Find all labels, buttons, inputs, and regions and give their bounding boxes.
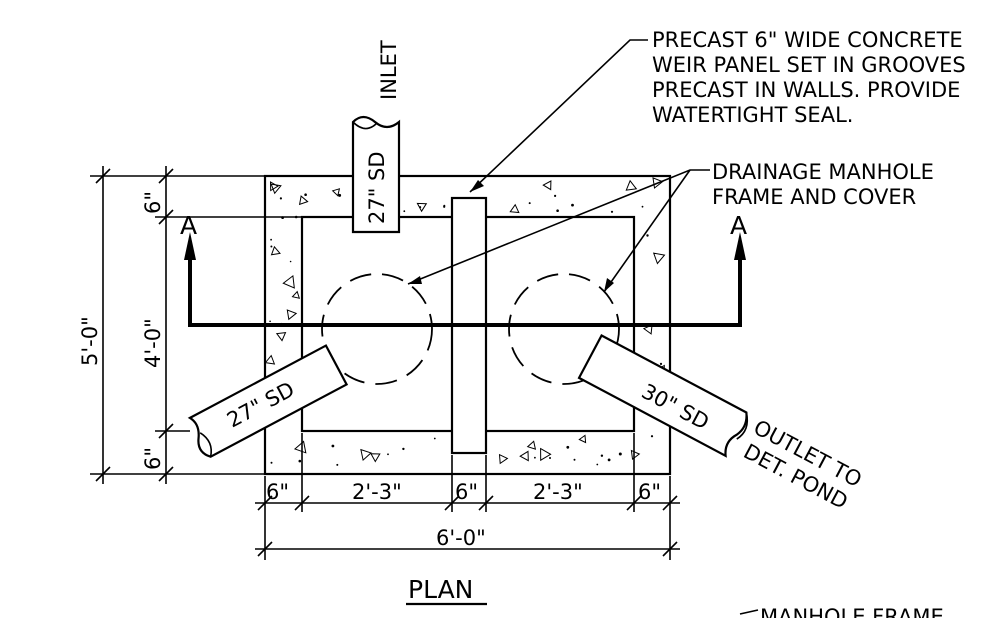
- dim-right-chamber: 2'-3": [533, 480, 583, 504]
- aggregate-stone: [625, 179, 638, 191]
- aggregate-dot: [270, 238, 272, 241]
- dim-overall-width: 6'-0": [436, 526, 486, 550]
- aggregate-dot: [607, 458, 611, 462]
- aggregate-stone: [416, 202, 428, 213]
- dim-left-chamber: 2'-3": [352, 480, 402, 504]
- aggregate-stone: [293, 440, 307, 454]
- section-mark-right: A: [730, 211, 747, 240]
- aggregate-dot: [610, 210, 614, 213]
- aggregate-dot: [279, 197, 282, 200]
- aggregate-dot: [571, 203, 574, 207]
- aggregate-dot: [336, 463, 339, 466]
- aggregate-stone: [275, 332, 287, 342]
- aggregate-stone: [370, 453, 381, 463]
- dim-inner-height: 4'-0": [141, 318, 165, 368]
- aggregate-stone: [526, 440, 537, 450]
- aggregate-dot: [566, 445, 570, 449]
- manhole-cover-left: [321, 273, 433, 385]
- aggregate-stone: [282, 274, 295, 289]
- inlet-label: INLET: [377, 40, 401, 100]
- dim-weir: 6": [455, 480, 478, 504]
- aggregate-dot: [596, 463, 599, 466]
- aggregate-dot: [270, 245, 273, 248]
- svg-text:PRECAST 6" WIDE CONCRETE: PRECAST 6" WIDE CONCRETE: [652, 28, 963, 52]
- concrete-aggregate-texture: [264, 177, 666, 466]
- aggregate-dot: [650, 435, 654, 438]
- section-mark-left: A: [180, 211, 197, 240]
- manhole-cover-right: [508, 273, 620, 385]
- dim-left-wall: 6": [266, 480, 289, 504]
- aggregate-dot: [433, 437, 436, 440]
- aggregate-stone: [360, 448, 372, 462]
- aggregate-dot: [419, 206, 422, 209]
- aggregate-stone: [519, 450, 529, 462]
- aggregate-stone: [630, 449, 641, 461]
- view-title: PLAN: [408, 575, 473, 604]
- aggregate-stone: [286, 309, 298, 321]
- aggregate-dot: [554, 194, 557, 197]
- aggregate-stone: [509, 203, 520, 214]
- inlet-pipe: [351, 115, 401, 234]
- aggregate-stone: [270, 183, 282, 195]
- section-cut-line: [184, 232, 746, 327]
- aggregate-dot: [549, 457, 551, 459]
- dim-right-wall: 6": [638, 480, 661, 504]
- aggregate-stone: [652, 252, 666, 265]
- aggregate-stone: [291, 290, 301, 299]
- aggregate-dot: [402, 447, 405, 451]
- manhole-frame-note: MANHOLE FRAME: [760, 605, 944, 618]
- aggregate-dot: [556, 209, 559, 212]
- weir-note: PRECAST 6" WIDE CONCRETE WEIR PANEL SET …: [652, 28, 966, 127]
- aggregate-stone: [652, 177, 664, 189]
- dim-bottom-wall: 6": [141, 447, 165, 470]
- aggregate-dot: [387, 453, 389, 456]
- svg-text:PRECAST IN WALLS. PROVIDE: PRECAST IN WALLS. PROVIDE: [652, 78, 960, 102]
- aggregate-stone: [498, 453, 509, 465]
- aggregate-dot: [534, 456, 536, 459]
- aggregate-stone: [264, 354, 276, 365]
- aggregate-stone: [578, 434, 587, 444]
- aggregate-dot: [338, 193, 342, 197]
- aggregate-stone: [540, 447, 552, 462]
- aggregate-dot: [528, 202, 531, 205]
- aggregate-dot: [659, 362, 663, 365]
- svg-text:WATERTIGHT SEAL.: WATERTIGHT SEAL.: [652, 103, 853, 127]
- inlet-pipe-size: 27" SD: [365, 151, 389, 224]
- vertical-dimension-lines: [90, 166, 302, 484]
- left-pipe: [187, 344, 349, 458]
- aggregate-dot: [403, 210, 406, 213]
- outlet-note: OUTLET TO DET. POND: [740, 415, 866, 514]
- aggregate-dot: [270, 461, 273, 464]
- aggregate-dot: [269, 320, 271, 323]
- aggregate-dot: [304, 193, 307, 196]
- svg-text:FRAME AND COVER: FRAME AND COVER: [712, 185, 916, 209]
- svg-text:DRAINAGE MANHOLE: DRAINAGE MANHOLE: [712, 160, 934, 184]
- aggregate-dot: [641, 205, 644, 208]
- aggregate-stone: [270, 245, 281, 256]
- aggregate-dot: [573, 458, 576, 461]
- horizontal-dimension-lines: [255, 433, 680, 560]
- aggregate-dot: [600, 454, 604, 457]
- aggregate-stone: [331, 188, 341, 197]
- svg-text:WEIR PANEL SET IN GROOVES: WEIR PANEL SET IN GROOVES: [652, 53, 966, 77]
- aggregate-dot: [646, 234, 649, 237]
- aggregate-dot: [618, 452, 622, 456]
- aggregate-dot: [289, 260, 292, 263]
- dim-overall-height: 5'-0": [78, 316, 102, 366]
- outlet-pipe: [577, 334, 749, 458]
- aggregate-dot: [331, 444, 335, 448]
- aggregate-dot: [443, 204, 446, 207]
- leader-lines: [407, 39, 759, 615]
- aggregate-stone: [298, 195, 309, 206]
- manhole-note: DRAINAGE MANHOLE FRAME AND COVER: [712, 160, 934, 209]
- aggregate-dot: [298, 459, 302, 463]
- aggregate-stone: [542, 180, 552, 191]
- dim-top-wall: 6": [141, 191, 165, 214]
